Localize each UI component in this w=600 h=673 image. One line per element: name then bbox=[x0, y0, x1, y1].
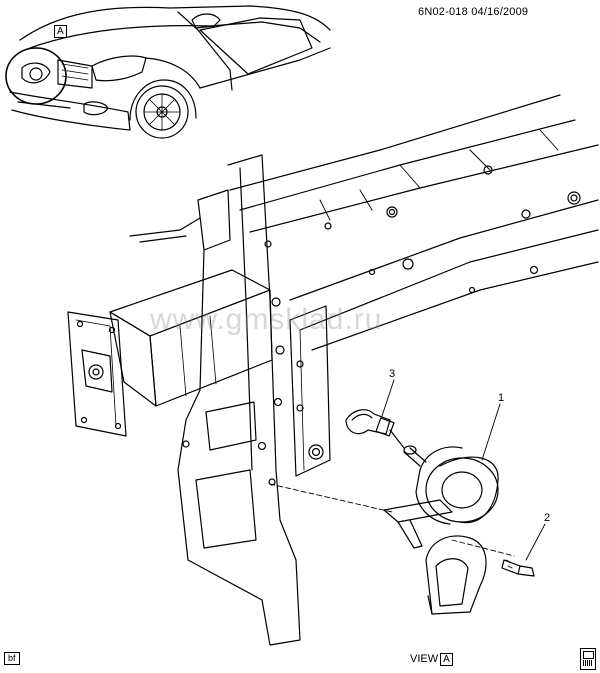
corner-code: bf bbox=[4, 652, 20, 665]
radiator-support-bracket bbox=[177, 154, 331, 646]
document-date: 04/16/2009 bbox=[471, 6, 529, 18]
vehicle-inset bbox=[5, 5, 331, 139]
installation-path bbox=[269, 483, 515, 557]
manufacturer-logo-icon bbox=[580, 648, 596, 670]
frame-rail bbox=[229, 94, 599, 351]
inset-view-tag: A bbox=[54, 25, 67, 38]
document-id: 6N02-018 04/16/2009 bbox=[418, 6, 528, 18]
callout-number-1: 1 bbox=[498, 392, 505, 404]
front-crash-box bbox=[67, 217, 273, 437]
view-label: VIEW bbox=[410, 653, 439, 665]
document-number: 6N02-018 bbox=[418, 6, 468, 18]
callout-leader-1 bbox=[481, 403, 501, 461]
bolt bbox=[501, 559, 535, 577]
callout-leader-3 bbox=[381, 379, 395, 417]
callout-leader-2 bbox=[525, 523, 546, 561]
electrical-connector bbox=[345, 409, 405, 449]
watermark: www.gmsklad.ru bbox=[150, 303, 383, 336]
callout-number-2: 2 bbox=[544, 512, 551, 524]
horn bbox=[383, 445, 499, 615]
view-tag: A bbox=[440, 653, 453, 666]
callout-number-3: 3 bbox=[389, 368, 396, 380]
